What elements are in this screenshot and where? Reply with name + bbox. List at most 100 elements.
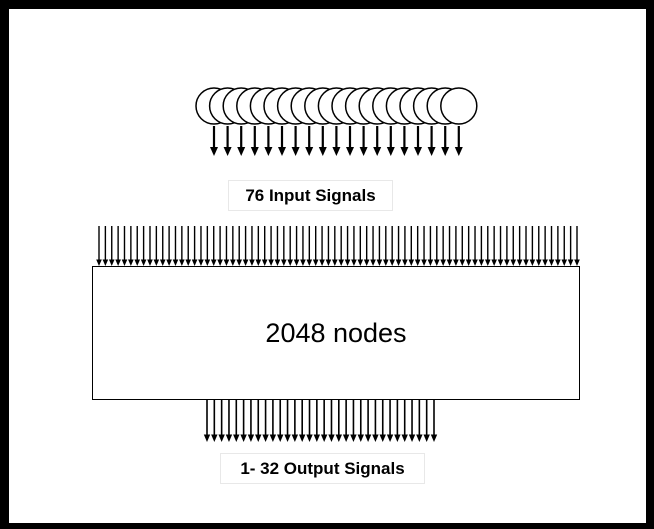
- input-signal-arrow: [523, 226, 529, 266]
- input-signal-arrow: [363, 226, 370, 266]
- input-signal-arrow: [357, 226, 364, 266]
- output-signal-arrow: [386, 400, 394, 442]
- input-signal-arrow: [140, 226, 147, 266]
- output-signal-arrow: [240, 400, 247, 442]
- input-signal-arrow: [255, 226, 262, 266]
- output-signal-arrow: [284, 400, 291, 442]
- input-signal-arrow: [548, 226, 555, 266]
- output-signal-arrow: [277, 400, 284, 442]
- output-signal-arrow: [328, 400, 335, 442]
- input-signal-arrow: [128, 226, 134, 266]
- input-signal-arrow: [332, 226, 338, 266]
- input-signal-arrow: [312, 226, 319, 266]
- output-signal-arrow: [218, 400, 225, 442]
- input-signal-arrow: [242, 226, 249, 266]
- input-signal-arrow: [179, 226, 185, 266]
- input-signal-arrow: [172, 226, 179, 266]
- sensor-output-arrow: [210, 126, 218, 156]
- input-signal-arrow: [108, 226, 115, 266]
- input-signal-arrow: [261, 226, 268, 266]
- output-signal-arrow: [320, 400, 328, 442]
- output-signal-arrow: [394, 400, 401, 442]
- input-signal-arrow: [408, 226, 415, 266]
- output-signal-arrow: [233, 400, 240, 442]
- input-signal-arrow: [338, 226, 344, 266]
- output-signal-arrow: [401, 400, 408, 442]
- input-signal-arrow: [574, 226, 580, 266]
- input-signals-label-box: 76 Input Signals: [228, 180, 393, 211]
- input-signal-arrow: [191, 226, 198, 266]
- input-signal-arrow: [402, 226, 408, 266]
- output-signal-arrow: [357, 400, 364, 442]
- sensor-output-arrow: [346, 126, 354, 156]
- sensor-circle: [440, 87, 478, 125]
- input-signal-arrow: [166, 226, 172, 266]
- output-signal-arrow: [306, 400, 313, 442]
- input-signal-arrow: [147, 226, 153, 266]
- output-signal-arrow: [203, 400, 211, 442]
- input-signal-arrow: [159, 226, 166, 266]
- sensor-output-arrow: [427, 126, 436, 156]
- input-signal-arrow: [217, 226, 223, 266]
- sensor-output-arrow: [223, 126, 232, 156]
- input-signal-arrow: [134, 226, 141, 266]
- output-signal-arrow: [225, 400, 233, 442]
- output-signal-arrow: [255, 400, 262, 442]
- input-signal-arrow: [535, 226, 542, 266]
- input-signal-arrow: [351, 226, 357, 266]
- output-signal-arrow: [342, 400, 350, 442]
- input-signal-arrow: [542, 226, 548, 266]
- input-signal-arrow: [153, 226, 160, 266]
- input-signal-arrow: [529, 226, 536, 266]
- input-signal-arrow: [274, 226, 281, 266]
- node-box: 2048 nodes: [92, 266, 580, 400]
- input-signal-arrow: [465, 226, 472, 266]
- input-signal-arrow: [446, 226, 453, 266]
- output-signal-arrow: [430, 400, 438, 442]
- input-signal-arrow: [230, 226, 236, 266]
- sensor-output-arrow: [332, 126, 341, 156]
- input-signal-arrow: [510, 226, 517, 266]
- input-signal-arrow: [325, 226, 332, 266]
- sensor-output-arrow: [291, 126, 300, 156]
- sensor-output-arrow: [441, 126, 450, 156]
- input-signal-arrow: [376, 226, 383, 266]
- sensor-output-arrow: [414, 126, 422, 156]
- input-signal-arrow: [185, 226, 192, 266]
- input-signal-arrow: [427, 226, 434, 266]
- input-signal-arrow: [555, 226, 561, 266]
- input-signal-arrow: [223, 226, 230, 266]
- input-signal-arrow: [561, 226, 568, 266]
- output-signal-arrow: [423, 400, 430, 442]
- output-signal-arrow: [211, 400, 218, 442]
- input-signal-arrow: [516, 226, 523, 266]
- input-signal-arrow: [370, 226, 376, 266]
- input-signal-arrow: [268, 226, 274, 266]
- input-signal-arrow: [497, 226, 504, 266]
- input-signal-arrow: [319, 226, 325, 266]
- input-signals-label: 76 Input Signals: [245, 185, 376, 205]
- input-signal-arrow: [198, 226, 204, 266]
- node-box-label: 2048 nodes: [265, 317, 407, 348]
- input-signal-arrow: [484, 226, 491, 266]
- output-signal-arrow: [408, 400, 416, 442]
- output-signal-arrow: [364, 400, 372, 442]
- input-signal-arrow: [300, 226, 306, 266]
- sensor-output-arrow: [305, 126, 314, 156]
- output-signals-label-box: 1- 32 Output Signals: [220, 453, 425, 484]
- input-signal-arrow: [102, 226, 109, 266]
- output-signal-arrow: [372, 400, 379, 442]
- input-signal-arrow: [121, 226, 128, 266]
- output-signal-arrow: [298, 400, 306, 442]
- input-signal-arrow: [504, 226, 510, 266]
- output-signal-arrow: [313, 400, 321, 442]
- input-signal-arrow: [115, 226, 121, 266]
- input-signal-arrow: [440, 226, 446, 266]
- output-signal-arrow: [247, 400, 255, 442]
- input-signal-arrow: [96, 226, 102, 266]
